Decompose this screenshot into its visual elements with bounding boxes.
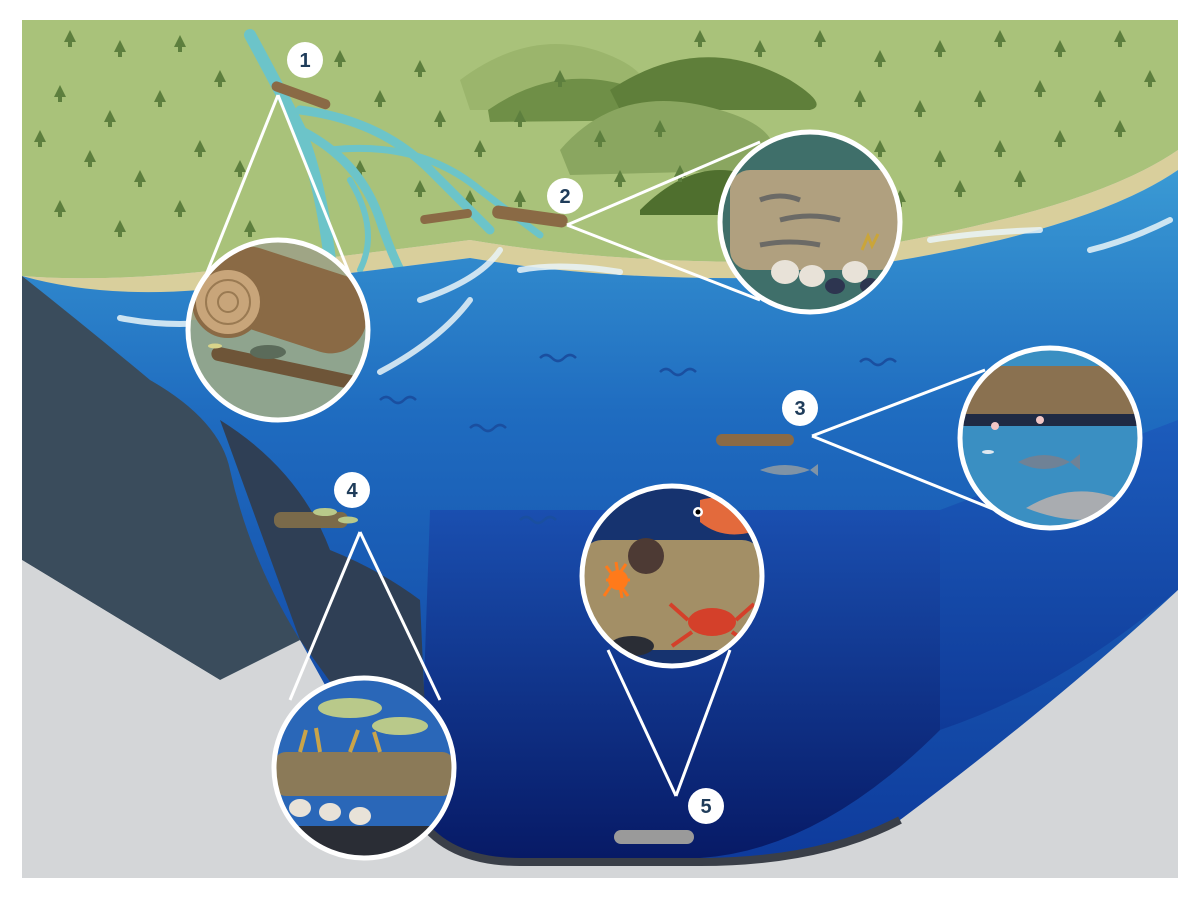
driftwood-river (271, 81, 331, 110)
tree-icon (464, 190, 476, 207)
tree-icon (414, 60, 426, 77)
tree-icon (514, 190, 526, 207)
tree-icon (994, 140, 1006, 157)
marker-1-label: 1 (299, 50, 310, 72)
tree-icon (874, 140, 886, 157)
tree-icon (1054, 130, 1066, 147)
marker-5[interactable]: 5 (688, 788, 724, 824)
tree-icon (414, 180, 426, 197)
marker-3[interactable]: 3 (782, 390, 818, 426)
tree-icon (214, 70, 226, 87)
marker-3-label: 3 (794, 398, 805, 420)
tree-icon (134, 170, 146, 187)
tree-icon (854, 90, 866, 107)
fish-small-slope (313, 508, 358, 524)
marker-4-label: 4 (346, 480, 358, 502)
shark-small (760, 464, 818, 476)
continental-slope-face (22, 276, 300, 680)
tree-icon (654, 120, 666, 137)
deep-ocean (420, 510, 940, 858)
callout-4-zoom (271, 675, 457, 861)
driftwood-shore (420, 205, 568, 228)
tree-icon (234, 160, 246, 177)
tree-icon (974, 90, 986, 107)
marker-1[interactable]: 1 (287, 42, 323, 78)
tree-icon (914, 100, 926, 117)
tree-icon (554, 70, 566, 87)
tree-icon (174, 200, 186, 217)
tree-icon (34, 130, 46, 147)
tree-icon (514, 110, 526, 127)
tree-icon (154, 90, 166, 107)
marker-5-label: 5 (700, 796, 711, 818)
tree-icon (694, 30, 706, 47)
tree-icon (1054, 40, 1066, 57)
driftwood-slope (274, 512, 348, 528)
tree-icon (64, 30, 76, 47)
tree-icon (1094, 90, 1106, 107)
tree-icon (614, 170, 626, 187)
tree-icon (114, 40, 126, 57)
marker-2-label: 2 (559, 186, 570, 208)
driftwood-floating (716, 434, 794, 446)
hills (460, 44, 817, 215)
driftwood-deep (614, 830, 694, 844)
tree-icon (84, 150, 96, 167)
tree-icon (594, 130, 606, 147)
tree-icon (934, 40, 946, 57)
tree-icon (194, 140, 206, 157)
marker-4[interactable]: 4 (334, 472, 370, 508)
tree-icon (474, 140, 486, 157)
tree-icon (1014, 170, 1026, 187)
surface-ripples (379, 353, 897, 525)
tree-icon (374, 90, 386, 107)
tree-icon (1114, 120, 1126, 137)
callout-3-zoom (957, 345, 1143, 531)
callout-5-zoom (579, 483, 765, 669)
tree-icon (54, 200, 66, 217)
seafloor-edge (416, 816, 902, 866)
callout-2-zoom (717, 129, 903, 315)
trees (34, 30, 1156, 237)
tree-icon (674, 165, 686, 182)
tree-icon (104, 110, 116, 127)
tree-icon (754, 40, 766, 57)
tree-icon (874, 50, 886, 67)
tree-icon (894, 190, 906, 207)
callout-1-zoom (185, 237, 371, 423)
tree-icon (1034, 80, 1046, 97)
tree-icon (994, 30, 1006, 47)
tree-icon (954, 180, 966, 197)
tree-icon (54, 85, 66, 102)
tree-icon (334, 50, 346, 67)
tree-icon (244, 220, 256, 237)
tree-icon (114, 220, 126, 237)
tree-icon (354, 160, 366, 177)
tree-icon (814, 30, 826, 47)
marker-2[interactable]: 2 (547, 178, 583, 214)
tree-icon (1144, 70, 1156, 87)
tree-icon (1114, 30, 1126, 47)
tree-icon (174, 35, 186, 52)
tree-icon (934, 150, 946, 167)
tree-icon (434, 110, 446, 127)
